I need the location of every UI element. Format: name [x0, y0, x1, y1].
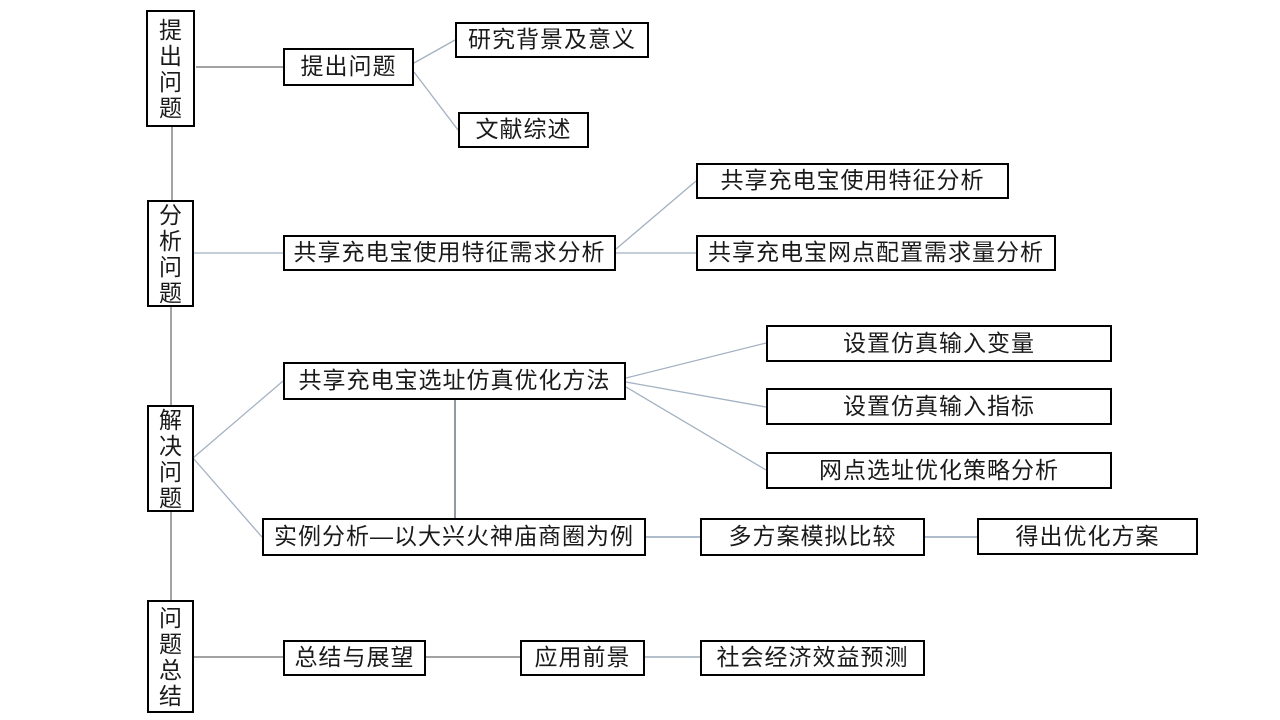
node-label: 文献综述: [475, 116, 572, 143]
node-sim-input-indicators: 设置仿真输入指标: [766, 388, 1112, 425]
connector-raise-background: [413, 39, 456, 64]
node-label: 实例分析—以大兴火神庙商圈为例: [274, 523, 634, 550]
stage-label: 解决问题: [159, 406, 182, 511]
node-label: 共享充电宝使用特征分析: [720, 167, 985, 194]
node-label: 总结与展望: [294, 644, 415, 671]
connector-raise-literature: [413, 71, 459, 131]
node-label: 设置仿真输入指标: [843, 392, 1035, 419]
node-literature-review: 文献综述: [458, 112, 589, 148]
node-siting-strategy-analysis: 网点选址优化策略分析: [766, 452, 1112, 489]
connector-method-indicators: [625, 381, 767, 408]
stage-label: 问题总结: [159, 604, 182, 709]
node-raise-problem: 提出问题: [283, 48, 414, 86]
node-label: 社会经济效益预测: [716, 644, 909, 671]
node-sim-input-variables: 设置仿真输入变量: [766, 325, 1112, 362]
node-siting-simulation-method: 共享充电宝选址仿真优化方法: [283, 362, 626, 400]
node-label: 共享充电宝网点配置需求量分析: [708, 239, 1044, 266]
node-usage-demand-analysis: 共享充电宝使用特征需求分析: [283, 235, 616, 271]
node-label: 研究背景及意义: [468, 26, 636, 53]
node-label: 共享充电宝使用特征需求分析: [293, 239, 606, 266]
node-label: 提出问题: [300, 53, 397, 80]
stage-label: 提出问题: [159, 16, 182, 121]
stage-box-problem-summary: 问题总结: [147, 600, 194, 713]
node-benefit-prediction: 社会经济效益预测: [700, 640, 925, 676]
stage-box-raise-problem: 提出问题: [146, 10, 195, 127]
stage-box-solve-problem: 解决问题: [147, 405, 194, 512]
node-label: 多方案模拟比较: [728, 523, 897, 550]
node-outlet-config-demand: 共享充电宝网点配置需求量分析: [696, 235, 1056, 271]
connector-demand-characteristics: [615, 180, 697, 250]
node-research-background: 研究背景及意义: [455, 22, 649, 58]
node-summary-outlook: 总结与展望: [283, 640, 426, 676]
node-optimized-scheme: 得出优化方案: [977, 518, 1198, 555]
connector-method-strategy: [625, 386, 767, 471]
node-usage-characteristics: 共享充电宝使用特征分析: [696, 163, 1009, 199]
node-application-prospect: 应用前景: [520, 640, 645, 676]
connector-method-variables: [625, 342, 767, 379]
node-label: 得出优化方案: [1015, 522, 1160, 549]
node-label: 应用前景: [534, 644, 631, 671]
stage-label: 分析问题: [159, 201, 182, 306]
node-case-study: 实例分析—以大兴火神庙商圈为例: [262, 518, 646, 556]
node-multi-scheme-comparison: 多方案模拟比较: [700, 518, 925, 556]
node-label: 网点选址优化策略分析: [819, 456, 1059, 483]
connector-stage3-case: [192, 457, 263, 538]
node-label: 共享充电宝选址仿真优化方法: [298, 367, 611, 394]
node-label: 设置仿真输入变量: [843, 329, 1035, 356]
connector-stage3-method: [192, 380, 284, 459]
stage-box-analyze-problem: 分析问题: [147, 200, 194, 307]
